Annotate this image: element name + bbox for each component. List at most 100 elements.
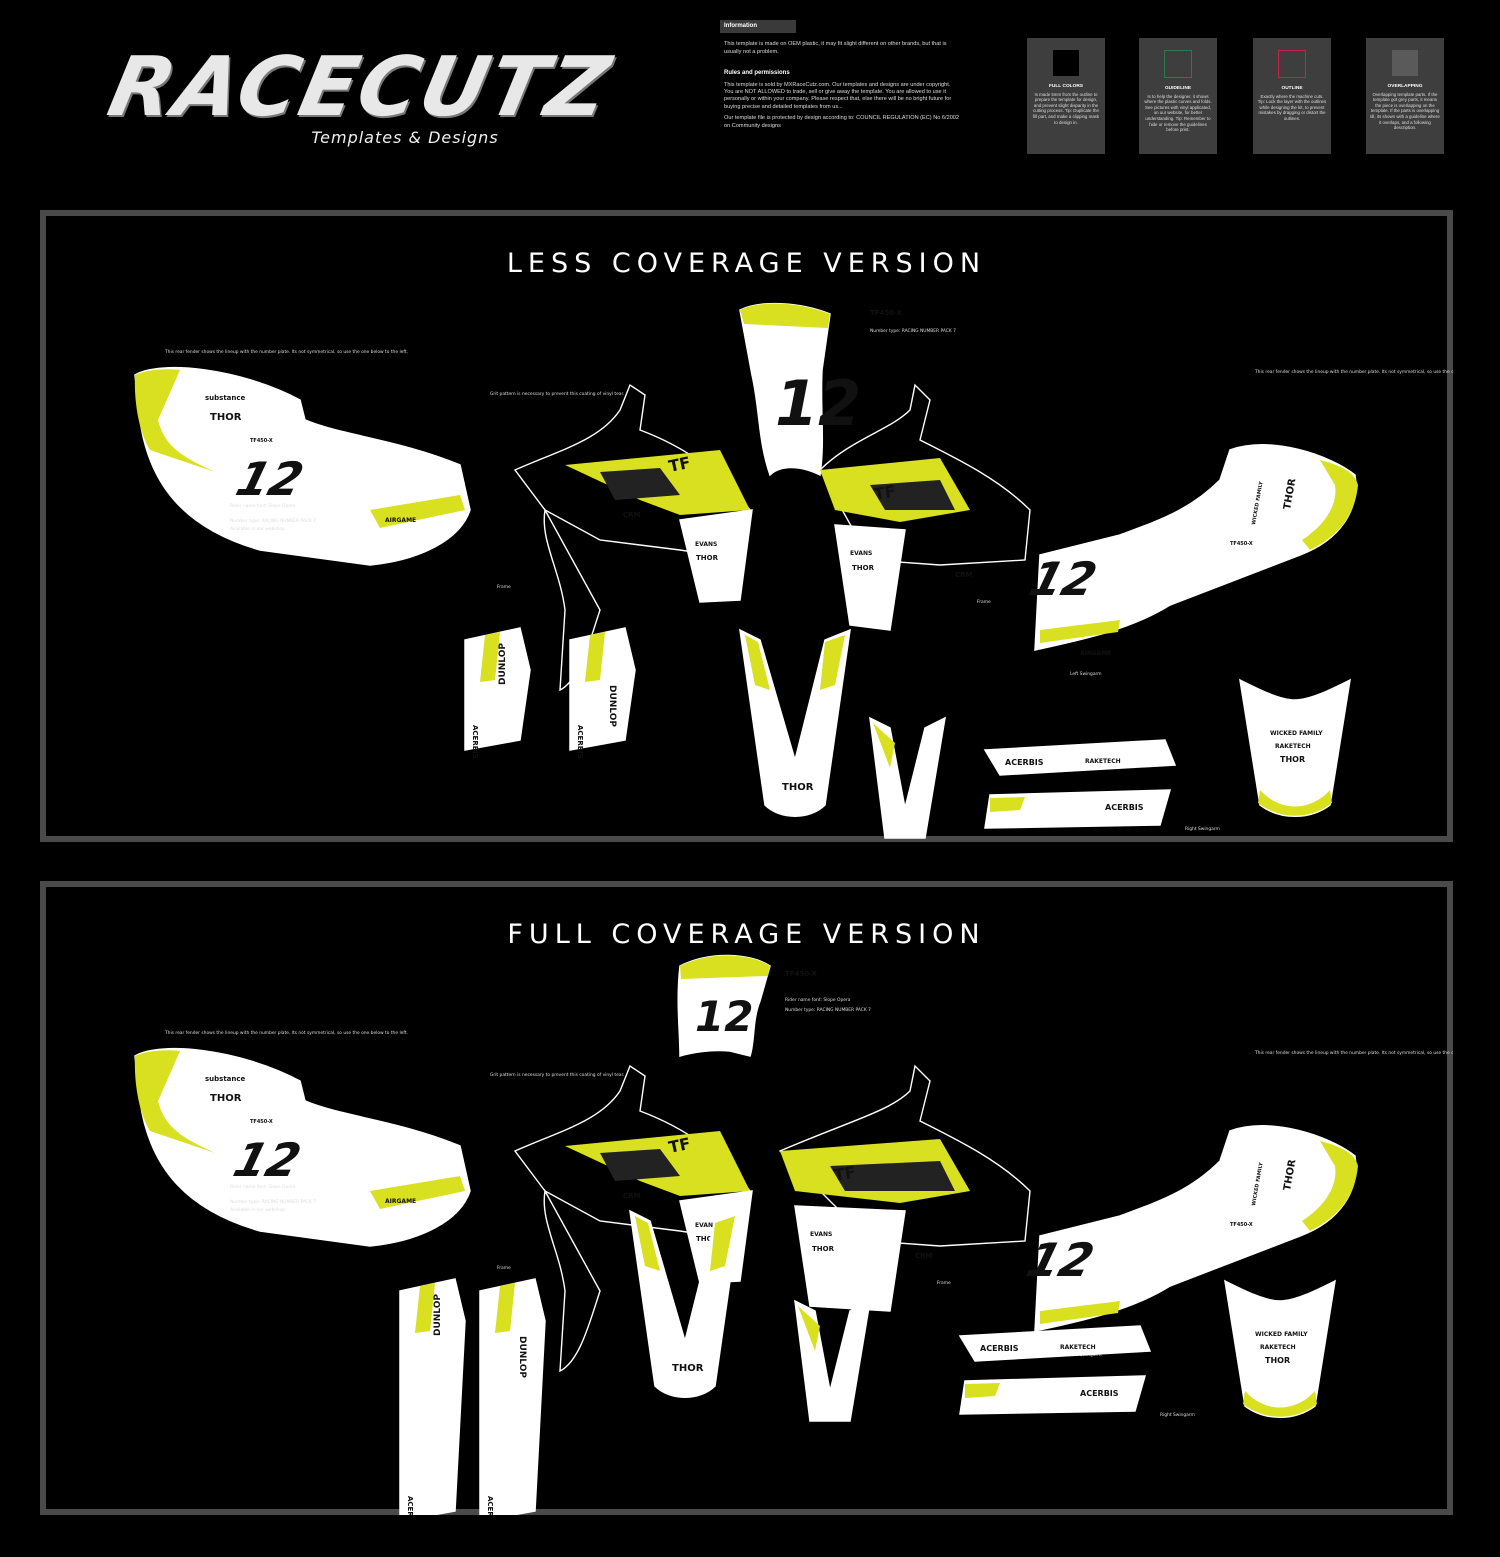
fork-guard-dunlop-logo: DUNLOP <box>433 1294 443 1336</box>
fork-guard-left <box>464 627 531 751</box>
number-plate-note: Number type: RACING NUMBER PACK 7 <box>870 328 956 334</box>
swingarm-note-right: Right Swingarm <box>1185 826 1220 832</box>
tail-substance-label: RAKETECH <box>1275 743 1311 750</box>
right-radiator-panel <box>794 1205 906 1312</box>
right-shroud-outline <box>819 383 1031 566</box>
swingarm-note-upper: Left Swingarm <box>1070 671 1102 677</box>
front-fender-accent-left <box>635 1216 660 1271</box>
rules-text: This template is sold by MXRaceCutz.com.… <box>724 81 952 110</box>
tail-thor-logo: THOR <box>1280 755 1305 764</box>
left-shroud-graphic <box>600 1149 680 1181</box>
tail-wicked-label: WICKED FAMILY <box>1270 730 1323 737</box>
info-panel: Information This template is made on OEM… <box>720 20 960 134</box>
fork-guard-acerbis-logo: ACERBIS <box>406 1496 414 1515</box>
legend-card-overlapping: OVERLAPPING Overlapping template parts. … <box>1366 38 1444 154</box>
left-panel-stripe <box>370 495 465 528</box>
legend-text: Is to help the designer, it shows where … <box>1144 93 1212 133</box>
available-note-left: Available in our webshop <box>230 1207 285 1213</box>
legend-title: OVERLAPPING <box>1387 84 1423 89</box>
overlapping-swatch <box>1392 50 1418 76</box>
right-radiator-panel <box>834 524 906 631</box>
left-fender-accent <box>134 369 215 472</box>
left-radiator-evans-logo: EVANS <box>695 541 717 548</box>
right-panel-model-label: TF450-X <box>1230 541 1253 547</box>
right-panel-airgame-logo: AIRGAME <box>1080 650 1111 657</box>
frame-label-right: Frame <box>937 1280 951 1286</box>
legend-title: FULL COLORS <box>1048 84 1084 89</box>
number-type-note-left: Number type: RACING NUMBER PACK 7 <box>230 1199 316 1205</box>
fork-guard-dunlop-logo: DUNLOP <box>517 1336 527 1378</box>
right-panel-stripe <box>1040 620 1120 643</box>
legend-card-full-colors: FULL COLORS Is made 5mm from the outline… <box>1027 38 1105 154</box>
left-fender-accent <box>134 1050 215 1153</box>
fork-guard-acerbis-logo: ACERBIS <box>576 725 584 759</box>
radiator-note-left: Grit pattern is necessary to prevent thi… <box>490 1072 624 1078</box>
swingarm-sticker-lower <box>959 1375 1147 1415</box>
fork-guard-accent <box>495 1283 515 1333</box>
fork-guard-acerbis-logo: ACERBIS <box>486 1496 494 1515</box>
left-panel-airgame-logo: AIRGAME <box>385 1198 416 1205</box>
fork-guard-dunlop-logo: DUNLOP <box>498 643 508 685</box>
right-fender-thor-logo: THOR <box>1282 477 1298 510</box>
left-panel-airgame-logo: AIRGAME <box>385 517 416 524</box>
swingarm-substance-logo: RAKETECH <box>1060 1344 1096 1351</box>
swingarm-acerbis-logo: ACERBIS <box>1005 758 1044 767</box>
rules-heading: Rules and permissions <box>724 70 790 77</box>
racecutz-logo: RACECUTZ Templates & Designs <box>100 40 620 160</box>
swingarm-lower-acerbis-logo: ACERBIS <box>1080 1389 1119 1398</box>
number-type-note-left: Number type: RACING NUMBER PACK 7 <box>230 518 316 524</box>
number-plate-number: 12 <box>775 367 861 440</box>
right-radiator-thor-logo: THOR <box>812 1245 835 1253</box>
fork-guard-accent <box>585 632 605 682</box>
front-fender-accent-right <box>710 1216 735 1271</box>
rear-fender-tail-accent <box>1258 790 1332 816</box>
tail-substance-label: RAKETECH <box>1260 1344 1296 1351</box>
design-protection-text: Our template file is protected by design… <box>724 115 960 129</box>
rider-font-note-left: Rider name font: Slope Opera <box>230 503 296 509</box>
rear-fender-note-left: This rear fender shows the lineup with t… <box>164 349 408 355</box>
full-coverage-section: FULL COVERAGE VERSION <box>40 881 1453 1515</box>
left-frame-guard-outline <box>543 507 601 692</box>
frame-label-right: Frame <box>977 599 991 605</box>
front-fender-accent-right <box>820 635 845 690</box>
right-panel-number: 12 <box>1024 554 1102 607</box>
rear-fender-tail <box>1224 1279 1336 1418</box>
rear-fender-note-left: This rear fender shows the lineup with t… <box>164 1030 408 1036</box>
right-fender-accent <box>1302 460 1358 550</box>
radiator-note-left: Grit pattern is necessary to prevent thi… <box>490 391 624 397</box>
right-radiator-evans-logo: EVANS <box>810 1231 832 1238</box>
left-fender-raketech-logo: substance <box>205 1075 246 1083</box>
right-fender-accent <box>1302 1141 1358 1231</box>
front-fender-thor-logo: THOR <box>672 1363 704 1374</box>
left-panel-model-label: TF450-X <box>250 438 273 444</box>
number-plate-accent <box>680 955 770 979</box>
number-plate-model-label: TF450-X <box>870 309 903 317</box>
left-panel-stripe <box>370 1176 465 1209</box>
fork-guard-acerbis-logo: ACERBIS <box>471 725 479 759</box>
right-shroud-crm-logo: CRM <box>955 571 973 579</box>
right-shroud-tf-logo: TF <box>832 1162 857 1185</box>
rear-fender-tail <box>1239 678 1351 817</box>
right-shroud-graphic <box>830 1161 955 1191</box>
left-frame-guard-outline <box>543 1188 601 1373</box>
right-radiator-thor-logo: THOR <box>852 564 875 572</box>
info-heading: Information <box>720 20 796 34</box>
fork-guard-accent <box>415 1283 435 1333</box>
legend-title: GUIDELINE <box>1164 86 1192 91</box>
front-fender-thor-logo: THOR <box>782 782 814 793</box>
left-panel-number: 12 <box>228 1135 306 1188</box>
left-shroud-tf-logo: TF <box>667 453 692 476</box>
left-radiator-evans-logo: EVANS <box>695 1222 717 1229</box>
less-coverage-section: LESS COVERAGE VERSION <box>40 210 1453 842</box>
rear-fender-tail-accent <box>1243 1391 1317 1417</box>
number-plate-number: 12 <box>695 992 753 1041</box>
right-shroud-crm-logo: CRM <box>915 1252 933 1260</box>
right-radiator-evans-logo: EVANS <box>850 550 872 557</box>
number-plate-font-note: Rider name font: Slope Opera <box>785 997 851 1003</box>
right-shroud-tf-logo: TF <box>872 481 897 504</box>
fork-guard-right <box>569 627 636 751</box>
rear-mudflap-accent <box>798 1306 820 1351</box>
